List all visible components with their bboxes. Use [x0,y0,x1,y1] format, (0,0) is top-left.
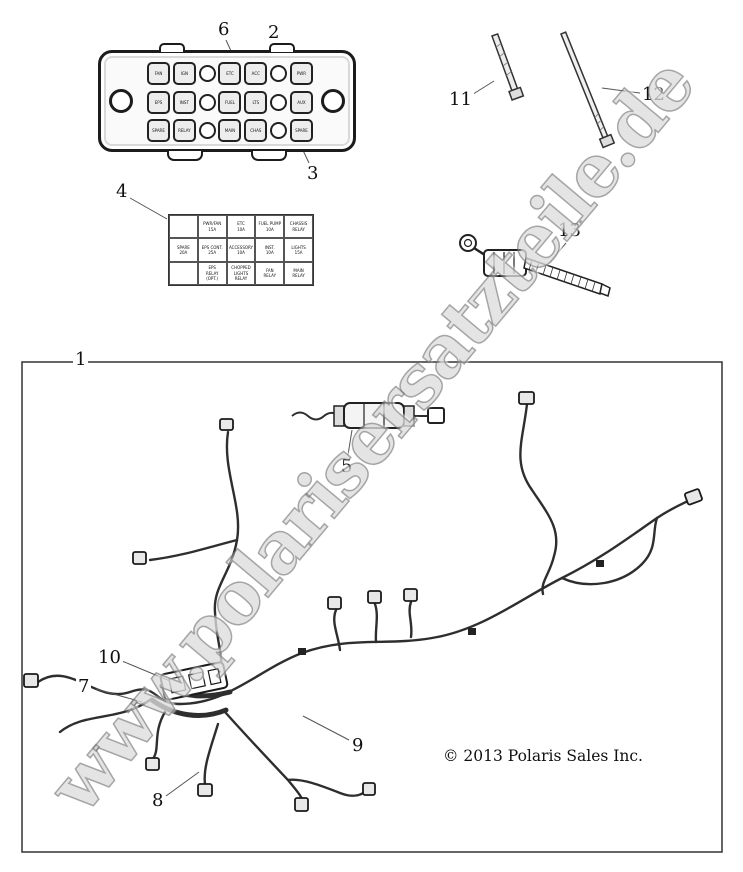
relay-socket-hole [198,93,216,111]
fuse-slot: ACC [244,62,268,85]
callout-6: 6 [216,19,232,40]
legend-cell: SPARE 20A [169,238,198,262]
callout-9: 9 [350,735,366,756]
legend-cell: EPS CONT. 25A [197,238,227,262]
legend-cell [169,215,198,239]
relay-socket-hole [270,93,288,111]
harness-relay-block [159,661,229,701]
fuse-slot: ETC [218,62,242,85]
legend-cell: ETC 10A [226,215,256,239]
inline-fuse-icon [291,402,445,429]
callout-12: 12 [640,84,667,105]
fuse-slot: AUX [289,90,313,114]
fuse-slot: MAIN [218,119,242,142]
callout-10: 10 [96,647,123,668]
fuse-box-top-tab [159,43,185,52]
cable-tie-icon [459,234,611,297]
legend-cell: PWR/FAN 15A [197,215,227,239]
wire-harness-drawing [36,402,692,801]
relay-socket-hole [270,122,288,139]
fuse-slot: IGN [172,62,196,85]
fuse-box-mount-hole-left [109,89,133,113]
legend-cell: ACCESSORY 10A [226,238,256,262]
callout-3: 3 [305,163,321,184]
legend-cell: FAN RELAY [255,261,285,285]
legend-cell: MAIN RELAY [284,261,313,285]
legend-cell: EPS RELAY (OPT.) [197,261,227,285]
relay-socket-hole [198,122,216,139]
fuse-slot: CHAS [244,119,268,142]
harness-connectors [23,391,703,812]
fuse-slot: FUEL [218,90,242,114]
fuse-slot: INST [172,90,196,114]
callout-8: 8 [150,790,166,811]
legend-cell: CHASSIS RELAY [284,215,313,239]
relay-socket-hole [270,65,288,82]
callout-5: 5 [339,456,355,477]
fuse-box-bottom-tab [251,151,287,161]
callout-1: 1 [73,349,89,370]
copyright-text: © 2013 Polaris Sales Inc. [443,747,643,765]
callout-13: 13 [556,220,583,241]
legend-cell: CHOPPED LIGHTS RELAY [226,261,256,285]
fuse-slot: PWR [289,62,313,85]
bolt-icon [560,31,616,149]
callout-2: 2 [266,22,282,43]
legend-cell: FUEL PUMP 10A [255,215,285,239]
diagram-frame [21,361,723,853]
fuse-slot: RELAY [172,119,196,142]
fuse-slot: SPARE [147,119,170,142]
fuse-box-bottom-tab [167,151,203,161]
callout-11: 11 [447,89,474,110]
fuse-slot: EPS [147,90,170,114]
fuse-box-mount-hole-right [321,89,345,113]
callout-7: 7 [76,676,92,697]
fuse-slot: FAN [147,62,170,85]
screw-icon [491,32,525,101]
relay-socket-hole [198,65,216,82]
legend-cell [169,261,198,285]
fuse-slot: LTS [244,90,268,114]
fuse-box-top-tab [269,43,295,52]
harness-clips [298,560,604,655]
legend-cell: LIGHTS 15A [284,238,313,262]
legend-cell: INST. 10A [255,238,285,262]
callout-4: 4 [114,181,130,202]
fuse-slot: SPARE [289,119,313,142]
